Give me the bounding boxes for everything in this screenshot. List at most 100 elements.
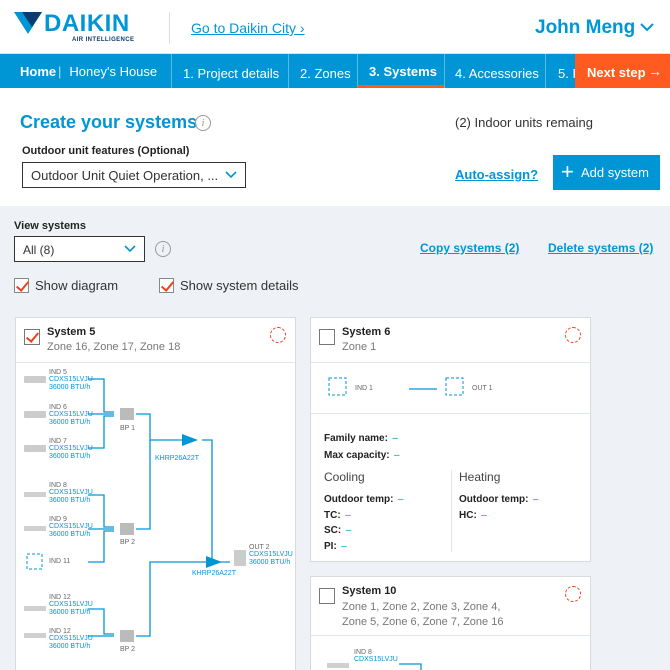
show-details-toggle[interactable]: Show system details <box>159 277 299 294</box>
system-card-5[interactable]: System 5 Zone 16, Zone 17, Zone 18 <box>15 317 296 670</box>
indoor-unit-label: IND 8 CDXS15LVJU 36000 BTU/h <box>49 482 93 505</box>
status-pending-icon <box>270 327 286 343</box>
indoor-unit-id: IND 1 <box>355 385 373 392</box>
heating-outdoor-row: Outdoor temp: – <box>459 489 538 507</box>
pi-row: PI: – <box>324 536 347 554</box>
branch-kit-label: KHRP26A22T <box>155 455 199 462</box>
unit-model: CDXS15LVJU <box>49 489 93 496</box>
system-card-10[interactable]: System 10 Zone 1, Zone 2, Zone 3, Zone 4… <box>310 576 591 670</box>
status-pending-icon <box>565 327 581 343</box>
family-name-row: Family name: – <box>324 428 398 446</box>
unit-model: CDXS15LVJU <box>49 635 93 642</box>
card-header: System 10 Zone 1, Zone 2, Zone 3, Zone 4… <box>311 577 590 636</box>
info-icon[interactable]: i <box>195 115 211 131</box>
indoor-unit-label: IND 12 CDXS15LVJU 36000 BTU/h <box>49 594 93 617</box>
arrow-right-icon: → <box>648 63 662 79</box>
hc-label: HC: <box>459 510 477 521</box>
info-icon[interactable]: i <box>155 241 171 257</box>
daikin-city-link[interactable]: Go to Daikin City › <box>191 20 305 36</box>
unit-capacity: 36000 BTU/h <box>49 497 91 504</box>
tab-step-5[interactable]: 5. F <box>545 54 575 88</box>
view-systems-select[interactable]: All (8) <box>14 236 145 262</box>
system-5-diagram <box>24 376 246 642</box>
heating-heading: Heating <box>459 470 501 484</box>
nav-home-link[interactable]: Home <box>20 64 57 79</box>
pi-value: – <box>341 541 347 552</box>
system-zones: Zone 16, Zone 17, Zone 18 <box>47 341 181 353</box>
chevron-down-icon <box>124 245 136 253</box>
next-step-button[interactable]: Next step → <box>575 54 670 88</box>
system-5-checkbox[interactable] <box>24 329 40 345</box>
cooling-outdoor-value: – <box>397 494 404 505</box>
outdoor-features-select[interactable]: Outdoor Unit Quiet Operation, ... <box>22 162 246 188</box>
unit-capacity: 36000 BTU/h <box>49 643 91 650</box>
add-system-label: Add system <box>581 165 649 180</box>
unit-model: CDXS15LVJU <box>49 411 93 418</box>
header-divider <box>169 12 170 44</box>
app-header: DAIKIN AIR INTELLIGENCE Go to Daikin Cit… <box>0 0 670 54</box>
show-diagram-label: Show diagram <box>35 278 119 294</box>
indoor-placeholder-icon <box>328 377 347 396</box>
sc-value: – <box>345 525 352 536</box>
unit-model: CDXS15LVJU <box>49 601 93 608</box>
chevron-down-icon[interactable] <box>640 22 654 32</box>
system-card-6[interactable]: System 6 Zone 1 IND 1 OUT 1 Family name:… <box>310 317 592 562</box>
unit-id: IND 12 <box>49 594 71 601</box>
pipe-lines <box>88 378 230 637</box>
unit-id: IND 6 <box>49 404 67 411</box>
unit-model: CDXS15LVJU <box>49 376 93 383</box>
system-zones: Zone 1, Zone 2, Zone 3, Zone 4, <box>342 601 501 613</box>
max-capacity-value: – <box>394 450 400 461</box>
system-6-checkbox[interactable] <box>319 329 335 345</box>
unit-id: IND 8 <box>354 649 372 656</box>
chevron-down-icon <box>225 171 237 179</box>
unit-id: IND 12 <box>49 628 71 635</box>
sc-label: SC: <box>324 525 342 536</box>
divider <box>451 470 452 552</box>
tab-project-details[interactable]: 1. Project details <box>171 54 288 88</box>
next-step-label: Next step <box>587 65 646 80</box>
outdoor-placeholder-icon <box>445 377 464 396</box>
system-zones: Zone 5, Zone 6, Zone 7, Zone 16 <box>342 616 504 628</box>
indoor-unit-label: IND 11 <box>49 558 70 565</box>
indoor-unit-label: IND 12 CDXS15LVJU 36000 BTU/h <box>49 628 93 651</box>
indoor-unit-label: IND 8 CDXS15LVJU <box>354 649 398 664</box>
unit-model: CDXS15LVJU <box>354 656 398 663</box>
branch-kit-label: KHRP26A22T <box>192 570 236 577</box>
cooling-outdoor-row: Outdoor temp: – <box>324 489 403 507</box>
cooling-heading: Cooling <box>324 470 365 484</box>
indoor-unit-label: IND 6 CDXS15LVJU 36000 BTU/h <box>49 404 93 427</box>
show-details-checkbox[interactable] <box>159 278 174 294</box>
copy-systems-link[interactable]: Copy systems (2) <box>420 241 520 255</box>
daikin-logo[interactable]: DAIKIN AIR INTELLIGENCE <box>14 10 154 46</box>
nav-project-name[interactable]: Honey's House <box>58 64 157 79</box>
system-10-checkbox[interactable] <box>319 588 335 604</box>
tab-systems[interactable]: 3. Systems <box>357 54 444 88</box>
user-menu[interactable]: John Meng <box>535 17 636 38</box>
unit-id: IND 9 <box>49 516 67 523</box>
pi-label: PI: <box>324 541 337 552</box>
max-capacity-label: Max capacity: <box>324 450 390 461</box>
system-title: System 6 <box>342 326 391 338</box>
add-system-button[interactable]: + Add system <box>553 155 660 190</box>
indoor-unit-label: IND 7 CDXS15LVJU 36000 BTU/h <box>49 438 93 461</box>
bp-label: BP 2 <box>120 539 136 546</box>
tab-accessories[interactable]: 4. Accessories <box>444 54 545 88</box>
system-title: System 10 <box>342 585 397 597</box>
system-title: System 5 <box>47 326 96 338</box>
auto-assign-link[interactable]: Auto-assign? <box>455 167 539 182</box>
delete-systems-link[interactable]: Delete systems (2) <box>548 241 654 255</box>
outdoor-unit-icon <box>234 550 246 566</box>
show-diagram-toggle[interactable]: Show diagram <box>14 277 119 294</box>
show-diagram-checkbox[interactable] <box>14 278 29 294</box>
unit-id: IND 7 <box>49 438 67 445</box>
logo-wordmark: DAIKIN <box>44 10 130 37</box>
unit-id: IND 11 <box>49 558 71 565</box>
max-capacity-row: Max capacity: – <box>324 445 400 463</box>
branch-arrow-1-icon <box>182 434 198 446</box>
family-name-value: – <box>392 433 398 444</box>
branch-arrow-2-icon <box>206 556 222 568</box>
cooling-outdoor-label: Outdoor temp: <box>324 494 394 505</box>
system-zones: Zone 1 <box>342 341 377 353</box>
tab-zones[interactable]: 2. Zones <box>288 54 357 88</box>
